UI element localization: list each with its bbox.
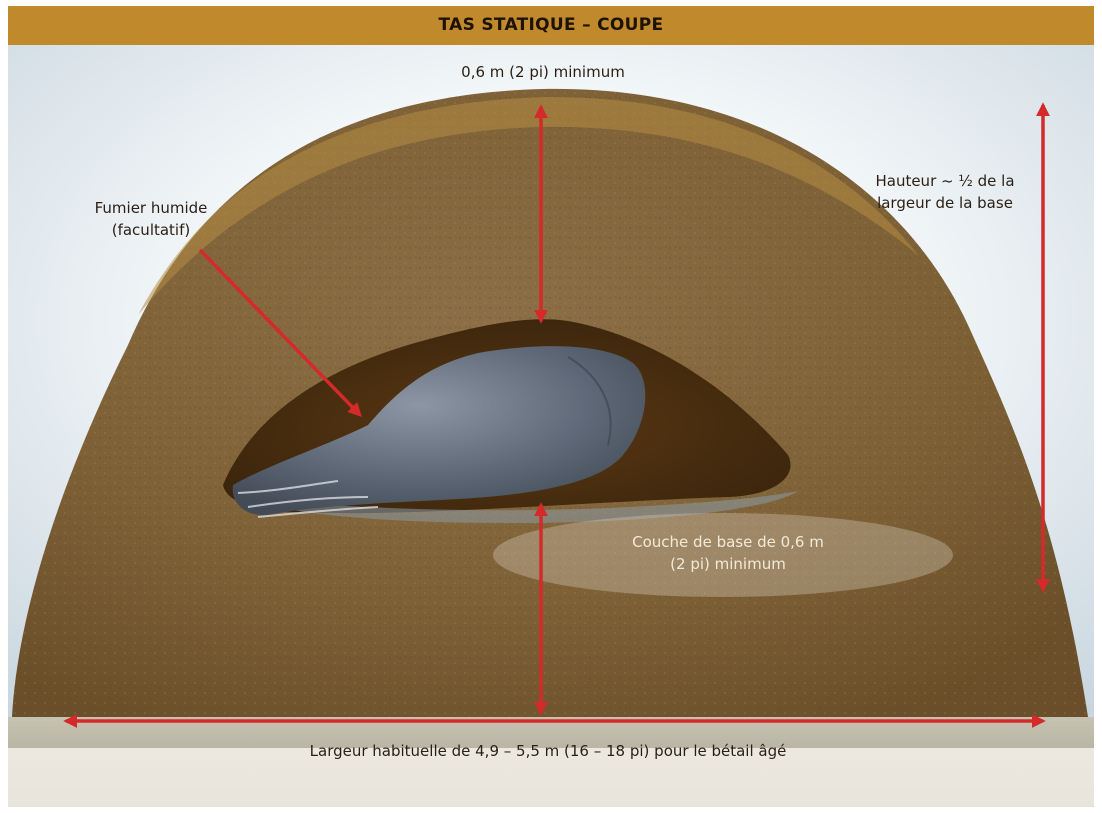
compost-pile-illustration: 0,6 m (2 pi) minimum Fumier humide (facu… [8,45,1094,807]
title-bar: TAS STATIQUE – COUPE [8,6,1094,45]
height-label: Hauteur ~ ½ de la largeur de la base [850,170,1040,214]
width-text: Largeur habituelle de 4,9 – 5,5 m (16 – … [310,742,787,760]
diagram-title: TAS STATIQUE – COUPE [439,15,664,35]
base-layer-label: Couche de base de 0,6 m (2 pi) minimum [598,531,858,575]
base-layer-text-1: Couche de base de 0,6 m [598,531,858,553]
height-text-1: Hauteur ~ ½ de la [850,170,1040,192]
pile-cross-section-svg [8,45,1094,807]
base-layer-text-2: (2 pi) minimum [598,553,858,575]
width-label: Largeur habituelle de 4,9 – 5,5 m (16 – … [158,740,938,762]
top-cover-text: 0,6 m (2 pi) minimum [461,63,625,81]
wet-manure-text-2: (facultatif) [66,219,236,241]
height-text-2: largeur de la base [850,192,1040,214]
top-cover-label: 0,6 m (2 pi) minimum [398,61,688,83]
wet-manure-text-1: Fumier humide [66,197,236,219]
wet-manure-label: Fumier humide (facultatif) [66,197,236,241]
